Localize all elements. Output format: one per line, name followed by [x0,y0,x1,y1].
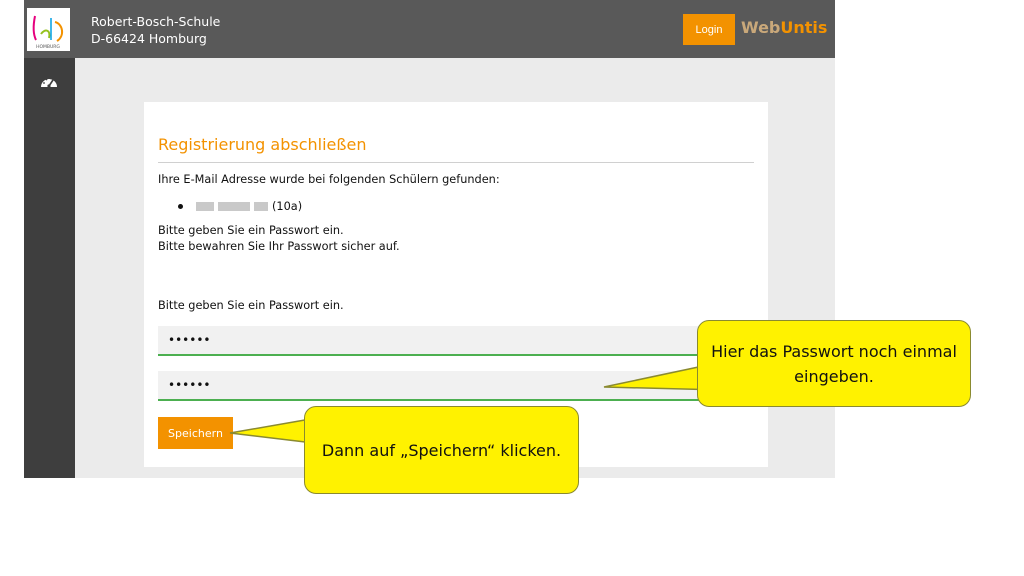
found-text: Ihre E-Mail Adresse wurde bei folgenden … [158,173,500,186]
redacted-name [218,202,250,211]
webuntis-brand: WebUntis [741,18,828,37]
sidebar [24,58,75,478]
instruction-line-2: Bitte bewahren Sie Ihr Passwort sicher a… [158,240,400,253]
callout-repeat-password: Hier das Passwort noch einmal eingeben. [697,320,971,407]
instruction-line-1: Bitte geben Sie ein Passwort ein. [158,224,344,237]
logo-text: HOMBURG [36,44,60,50]
school-info: Robert-Bosch-Schule D-66424 Homburg [91,13,220,47]
callout-click-save: Dann auf „Speichern“ klicken. [304,406,579,494]
dashboard-icon[interactable] [40,74,58,88]
list-bullet [178,204,183,209]
redacted-name [254,202,268,211]
student-class: (10a) [272,200,303,213]
page-title: Registrierung abschließen [158,135,367,154]
login-button[interactable]: Login [683,14,735,45]
redacted-name [196,202,214,211]
top-bar: HOMBURG Robert-Bosch-Schule D-66424 Homb… [24,0,835,58]
save-button[interactable]: Speichern [158,417,233,449]
school-name: Robert-Bosch-Schule [91,14,221,29]
title-divider [158,162,754,163]
school-address: D-66424 Homburg [91,31,207,46]
password-label: Bitte geben Sie ein Passwort ein. [158,299,344,312]
school-logo: HOMBURG [27,8,70,51]
password-field[interactable] [158,326,754,356]
